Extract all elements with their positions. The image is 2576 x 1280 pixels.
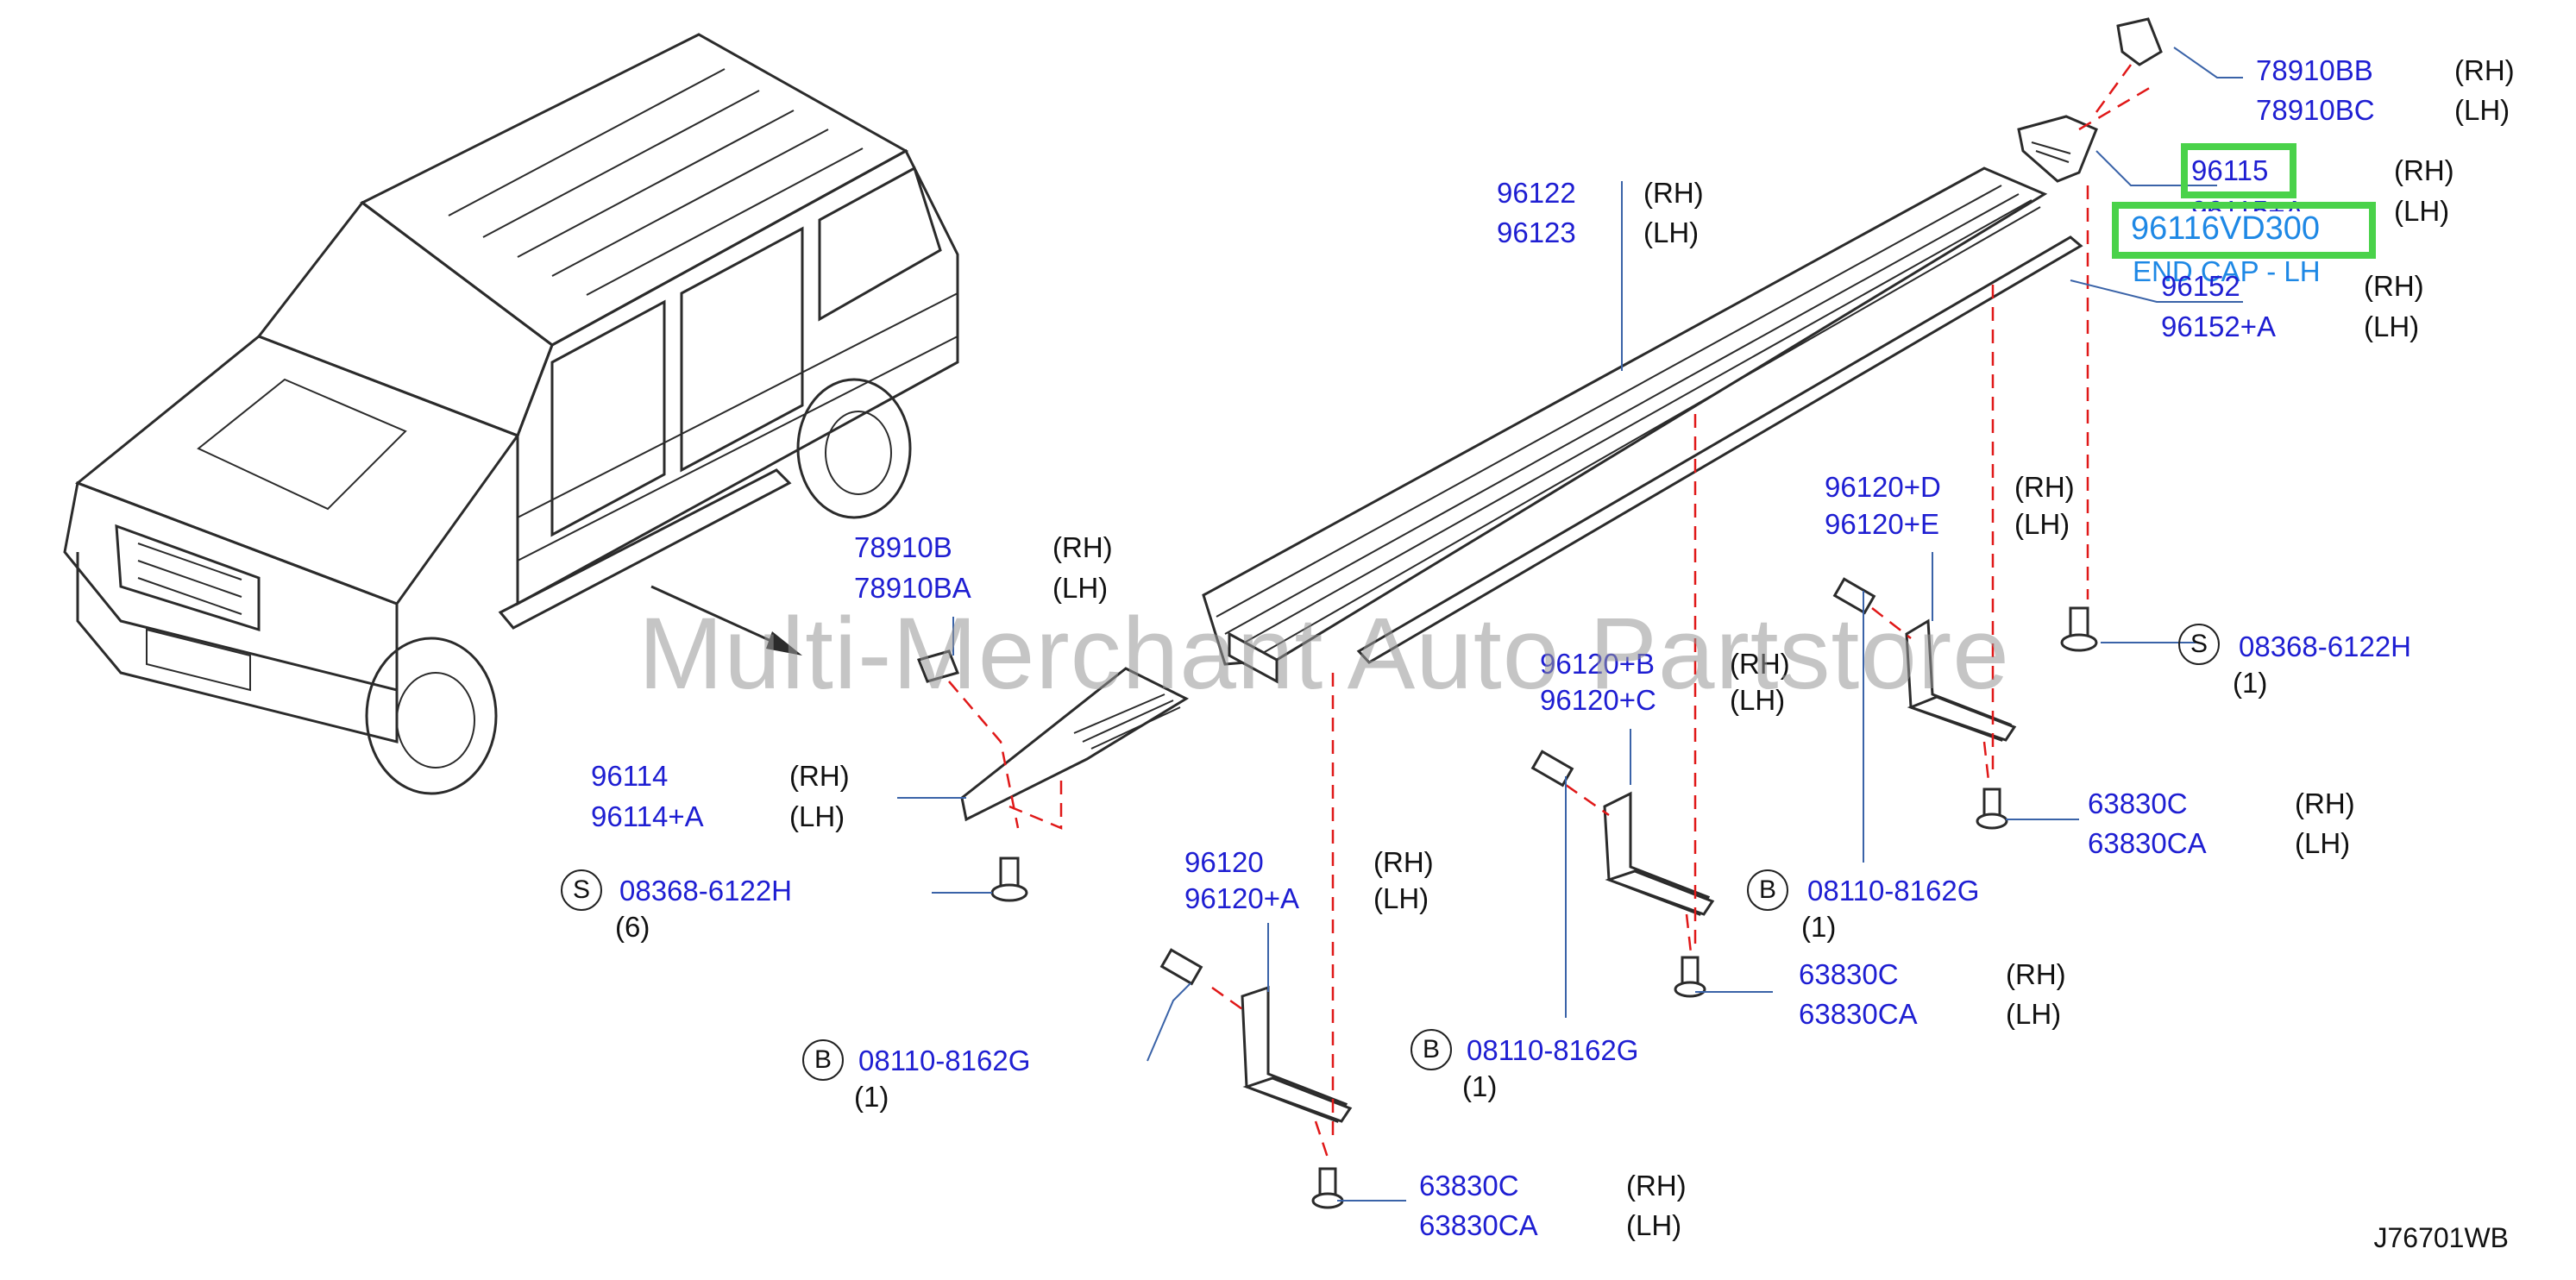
part-number-08368-6122h[interactable]: 08368-6122H xyxy=(2239,631,2411,662)
part-number-96114[interactable]: 96114 xyxy=(591,760,669,792)
vehicle-illustration xyxy=(63,33,959,795)
part-number-63830c[interactable]: 63830C xyxy=(1799,958,1899,990)
part-number-08110-8162g[interactable]: 08110-8162G xyxy=(1807,875,1980,907)
part-number-08110-8162g[interactable]: 08110-8162G xyxy=(1467,1034,1639,1066)
side-rh: (RH) xyxy=(789,760,850,792)
side-rh: (RH) xyxy=(2006,958,2066,990)
side-lh: (LH) xyxy=(789,800,845,832)
side-lh: (LH) xyxy=(2394,195,2450,227)
side-rh: (RH) xyxy=(2295,787,2355,819)
highlighted-part-number[interactable]: 96116VD300 xyxy=(2131,210,2321,247)
part-number-78910BC[interactable]: 78910BC xyxy=(2256,94,2375,126)
part-number-96120-d[interactable]: 96120+D xyxy=(1825,471,1941,503)
leader-lines xyxy=(897,47,2243,1202)
part-number-96114-a[interactable]: 96114+A xyxy=(591,800,704,832)
part-number-63830c[interactable]: 63830C xyxy=(1419,1170,1519,1202)
side-lh: (LH) xyxy=(1373,882,1429,914)
part-number-78910BA[interactable]: 78910BA xyxy=(854,572,971,604)
watermark: Multi-Merchant Auto Partstore xyxy=(638,597,2010,711)
side-rh: (RH) xyxy=(2454,54,2515,86)
part-number-78910B[interactable]: 78910B xyxy=(854,531,952,563)
symbol-b: B xyxy=(802,1039,844,1081)
highlight-box-part-number xyxy=(2112,202,2376,259)
part-number-96122[interactable]: 96122 xyxy=(1497,177,1576,209)
quantity: (1) xyxy=(2233,667,2268,699)
part-number-96120-e[interactable]: 96120+E xyxy=(1825,508,1940,540)
side-rh: (RH) xyxy=(2014,471,2075,503)
part-number-96120[interactable]: 96120 xyxy=(1184,846,1264,878)
part-number-96120-c[interactable]: 96120+C xyxy=(1540,684,1656,716)
diagram-code: J76701WB xyxy=(2373,1222,2509,1253)
part-description: END CAP - LH xyxy=(2133,255,2321,287)
symbol-b: B xyxy=(1747,869,1788,911)
front-end-cap xyxy=(916,649,1190,822)
side-lh: (LH) xyxy=(2295,827,2351,859)
side-rh: (RH) xyxy=(1052,531,1113,563)
part-number-96123[interactable]: 96123 xyxy=(1497,216,1576,248)
part-number-63830ca[interactable]: 63830CA xyxy=(2088,827,2207,859)
side-rh: (RH) xyxy=(2364,270,2424,302)
brackets xyxy=(1241,618,2017,1123)
rear-end-cap xyxy=(2017,17,2163,183)
part-number-96152-a[interactable]: 96152+A xyxy=(2161,311,2277,342)
side-rh: (RH) xyxy=(1730,648,1790,680)
side-lh: (LH) xyxy=(2006,998,2062,1030)
part-number-63830c[interactable]: 63830C xyxy=(2088,787,2188,819)
part-number-96120-a[interactable]: 96120+A xyxy=(1184,882,1300,914)
side-rh: (RH) xyxy=(1626,1170,1687,1202)
side-lh: (LH) xyxy=(1626,1209,1682,1241)
part-number-96115[interactable]: 96115 xyxy=(2191,154,2269,186)
side-lh: (LH) xyxy=(2364,311,2420,342)
part-number-96120-b[interactable]: 96120+B xyxy=(1540,648,1656,680)
running-board xyxy=(1202,166,2083,684)
side-lh: (LH) xyxy=(2014,508,2070,540)
side-lh: (LH) xyxy=(1730,684,1786,716)
fasteners xyxy=(990,577,2098,1209)
side-rh: (RH) xyxy=(1643,177,1704,209)
side-lh: (LH) xyxy=(1643,216,1700,248)
side-lh: (LH) xyxy=(2454,94,2510,126)
quantity: (1) xyxy=(1801,911,1837,943)
part-number-08110-8162g[interactable]: 08110-8162G xyxy=(858,1045,1031,1076)
quantity: (1) xyxy=(1462,1070,1498,1102)
part-number-63830ca[interactable]: 63830CA xyxy=(1799,998,1918,1030)
side-rh: (RH) xyxy=(2394,154,2454,186)
symbol-s: S xyxy=(2178,624,2220,665)
alignment-lines xyxy=(948,64,2153,1161)
quantity: (6) xyxy=(615,911,650,943)
side-lh: (LH) xyxy=(1052,572,1109,604)
symbol-b: B xyxy=(1411,1029,1452,1070)
part-number-08368-6122h[interactable]: 08368-6122H xyxy=(619,875,792,907)
part-number-63830ca[interactable]: 63830CA xyxy=(1419,1209,1538,1241)
highlight-box-96115 xyxy=(2181,143,2296,198)
part-number-96152[interactable]: 96152 xyxy=(2161,270,2240,302)
quantity: (1) xyxy=(854,1081,889,1113)
side-rh: (RH) xyxy=(1373,846,1434,878)
part-number-78910BB[interactable]: 78910BB xyxy=(2256,54,2373,86)
symbol-s: S xyxy=(561,869,602,911)
